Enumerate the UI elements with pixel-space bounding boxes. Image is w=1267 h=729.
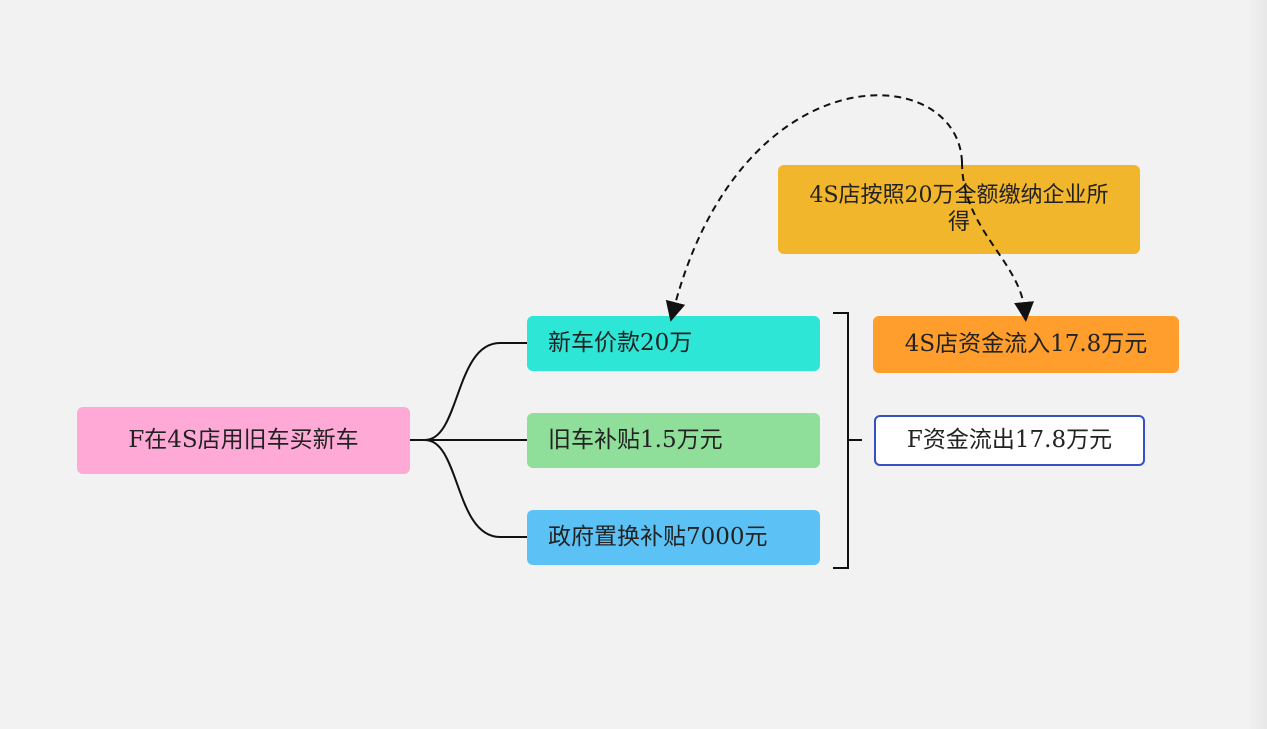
f-outflow-label: F资金流出17.8万元 bbox=[906, 426, 1113, 453]
dealer-inflow-node[interactable]: 4S店资金流入17.8万元 bbox=[873, 316, 1179, 373]
gov-subsidy-label: 政府置换补贴7000元 bbox=[548, 523, 768, 550]
root-node[interactable]: F在4S店用旧车买新车 bbox=[77, 407, 410, 474]
branch-to-new-car bbox=[410, 342, 527, 441]
gov-subsidy-node[interactable]: 政府置换补贴7000元 bbox=[527, 510, 820, 565]
tax-note-label: 4S店按照20万全额缴纳企业所得 bbox=[809, 183, 1109, 235]
summary-bracket bbox=[833, 312, 849, 569]
root-node-label: F在4S店用旧车买新车 bbox=[128, 426, 359, 453]
branch-to-gov-subsidy bbox=[424, 439, 527, 538]
f-outflow-node[interactable]: F资金流出17.8万元 bbox=[874, 415, 1145, 466]
tax-note-node[interactable]: 4S店按照20万全额缴纳企业所得 bbox=[778, 165, 1140, 254]
old-car-subsidy-label: 旧车补贴1.5万元 bbox=[548, 426, 723, 453]
scrollbar[interactable] bbox=[1249, 0, 1267, 729]
new-car-price-label: 新车价款20万 bbox=[548, 329, 693, 356]
new-car-price-node[interactable]: 新车价款20万 bbox=[527, 316, 820, 371]
dealer-inflow-label: 4S店资金流入17.8万元 bbox=[904, 330, 1148, 357]
old-car-subsidy-node[interactable]: 旧车补贴1.5万元 bbox=[527, 413, 820, 468]
